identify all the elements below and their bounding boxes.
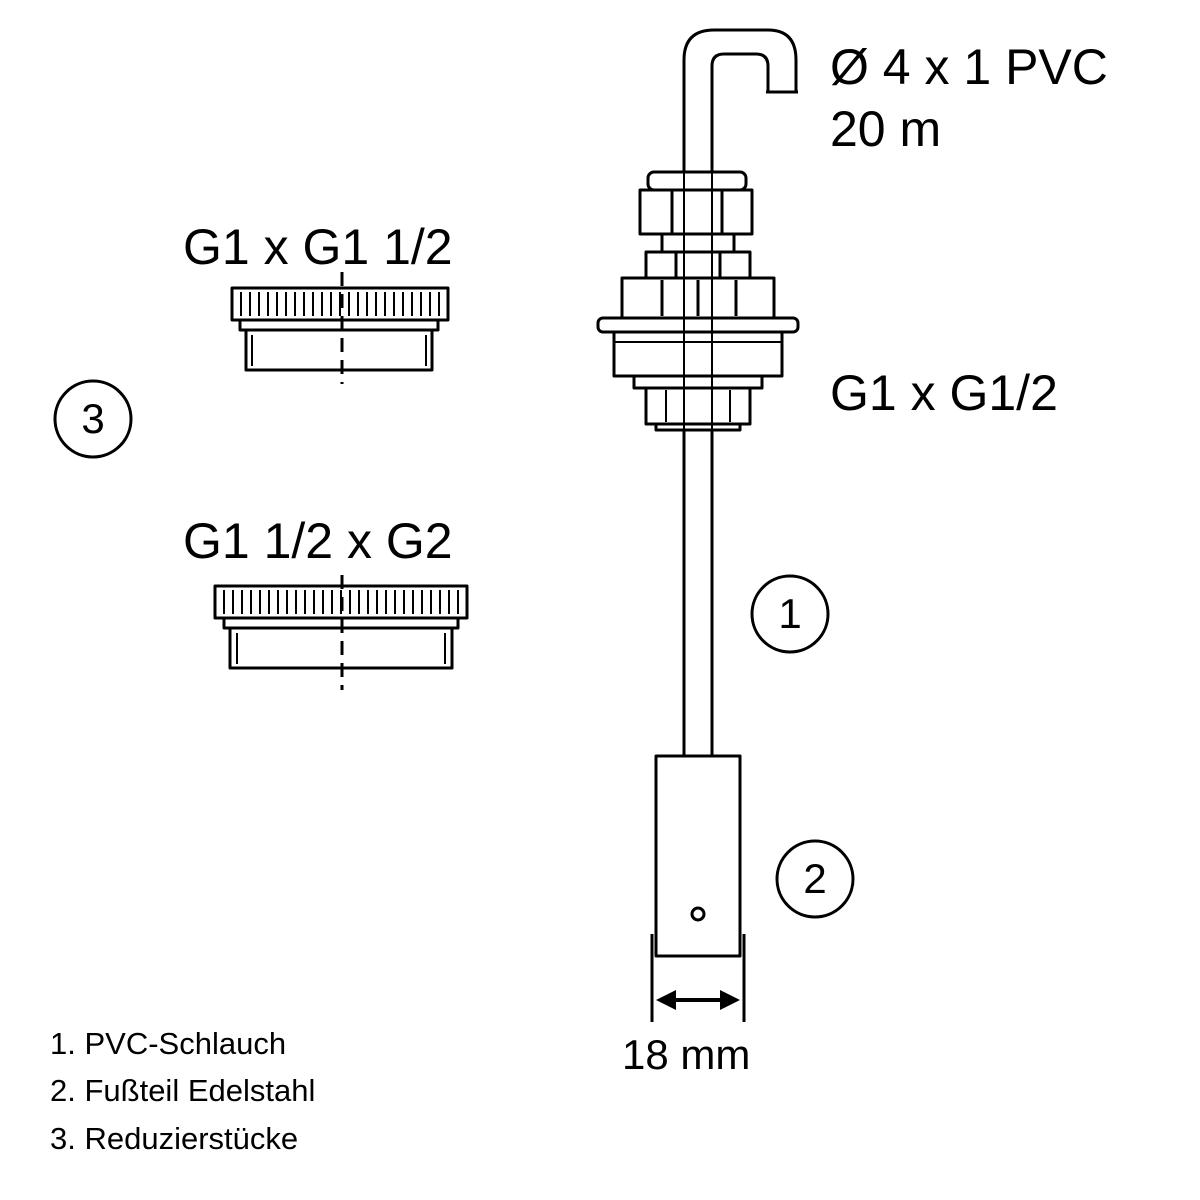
dimension-label: 18 mm [622,1031,751,1078]
reducer-2-knurl [223,590,459,614]
screw-fitting [596,170,800,432]
callout-number-2: 2 [803,855,827,902]
reducer-2-label: G1 1/2 x G2 [183,513,453,569]
callout-number-3: 3 [81,395,105,442]
dimension-lines [650,934,746,1022]
pvc-hose [682,430,714,756]
callout-circle-3 [53,379,133,459]
pvc-hose-hook [682,28,798,172]
reducer-1-label: G1 x G1 1/2 [183,219,453,275]
callout-circle-2 [775,839,855,919]
reducer-2-drawing [213,575,469,690]
hose-size-label: Ø 4 x 1 PVC [830,39,1108,95]
callout-number-1: 1 [778,590,802,637]
foot-piece [654,754,742,958]
legend-item-1: 1. PVC-Schlauch [50,1026,287,1061]
reducer-1-knurl [240,292,440,316]
legend-item-2: 2. Fußteil Edelstahl [50,1073,316,1108]
hose-length-label: 20 m [830,101,942,157]
legend-item-3: 3. Reduzierstücke [50,1121,299,1156]
reducer-1-drawing [230,272,450,384]
callout-circle-1 [750,574,830,654]
fitting-thread-label: G1 x G1/2 [830,365,1058,421]
